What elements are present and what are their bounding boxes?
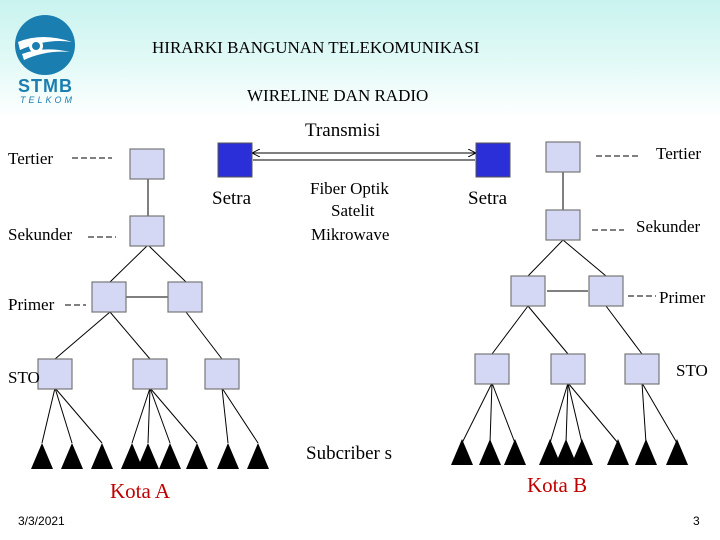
subscriber-triangle [91,443,113,469]
sekunder-node-left [129,215,165,247]
sto-left-label: STO [8,368,40,387]
tertier-node-right [545,141,581,173]
setra-node-right [475,142,511,178]
primer-node-left-1 [91,281,127,313]
sto-node-left-3 [204,358,240,390]
tertier-left-label: Tertier [8,149,54,168]
transmisi-label: Transmisi [305,120,381,141]
sto-node-right-3 [624,353,660,385]
subscriber-triangle [159,443,181,469]
kota-b-label: Kota B [527,473,588,497]
subscriber-triangle [635,439,657,465]
logo-emblem-icon [15,15,75,75]
sekunder-right-label: Sekunder [636,217,701,236]
primer-left-label: Primer [8,295,55,314]
sto-right-label: STO [676,361,708,380]
media-satelit: Satelit [331,201,375,220]
subscriber-triangle [121,443,143,469]
subscriber-triangle [61,443,83,469]
page-title: HIRARKI BANGUNAN TELEKOMUNIKASI [152,38,480,57]
subscriber-triangle [539,439,561,465]
subscriber-triangle [571,439,593,465]
subscriber-triangle [31,443,53,469]
left-tree-links [41,176,259,444]
subscriber-triangle [607,439,629,465]
setra-right-label: Setra [468,188,508,209]
media-mikrowave: Mikrowave [311,225,390,244]
sto-node-right-2 [550,353,586,385]
sto-node-left-2 [132,358,168,390]
media-fiber-optik: Fiber Optik [310,179,389,198]
sekunder-node-right [545,209,581,241]
sekunder-left-label: Sekunder [8,225,73,244]
right-tree-links [461,171,678,444]
footer-page-number: 3 [693,514,700,528]
primer-node-left-2 [167,281,203,313]
footer-date: 3/3/2021 [18,514,65,528]
subscribers-left [31,443,269,469]
subscriber-triangle [247,443,269,469]
setra-node-left [217,142,253,178]
subscriber-triangle [666,439,688,465]
kota-a-label: Kota A [110,479,171,503]
subscriber-triangle [217,443,239,469]
subscriber-triangle [479,439,501,465]
stmb-logo [12,12,82,104]
setra-left-label: Setra [212,188,252,209]
primer-node-right-1 [510,275,546,307]
header-band [0,0,720,118]
subscriber-triangle [186,443,208,469]
logo-name: STMB [18,76,73,96]
subscriber-triangle [137,443,159,469]
subscriber-triangle [504,439,526,465]
tertier-right-label: Tertier [656,144,702,163]
primer-node-right-2 [588,275,624,307]
primer-right-label: Primer [659,288,706,307]
tertier-node-left [129,148,165,180]
subscribers-right [451,439,688,465]
subscriber-triangle [555,439,577,465]
logo-tagline: TELKOM [20,95,76,105]
page-subtitle: WIRELINE DAN RADIO [247,86,429,105]
sto-node-right-1 [474,353,510,385]
subscribers-label: Subcriber s [306,443,393,464]
sto-node-left-1 [37,358,73,390]
subscriber-triangle [451,439,473,465]
